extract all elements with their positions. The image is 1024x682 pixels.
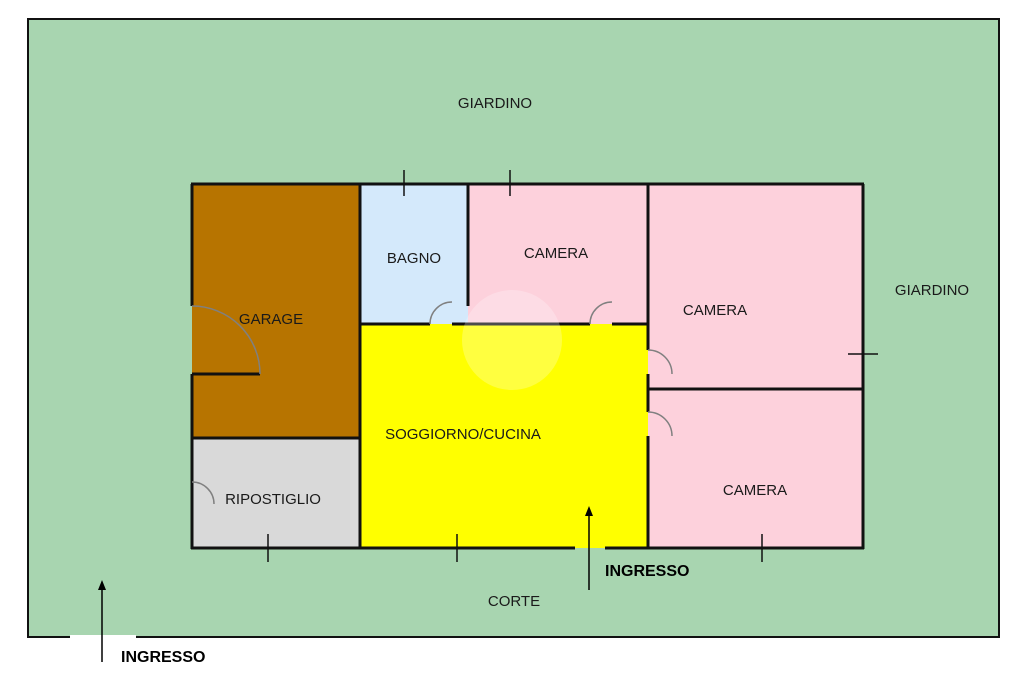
room-soggiorno <box>360 324 648 548</box>
room-camera-3 <box>648 389 863 548</box>
label-soggiorno: SOGGIORNO/CUCINA <box>385 426 541 443</box>
entrance-arrow-lot <box>98 580 106 662</box>
label-ingresso-lot: INGRESSO <box>121 649 205 666</box>
entrance-arrow-house <box>585 506 593 590</box>
label-corte: CORTE <box>488 593 540 610</box>
window-ticks <box>267 170 878 562</box>
label-garage: GARAGE <box>239 311 303 328</box>
label-bagno: BAGNO <box>387 250 441 267</box>
door-swings <box>191 301 673 505</box>
exterior-walls <box>190 182 865 550</box>
room-ripostiglio <box>192 438 360 548</box>
label-giardino-right: GIARDINO <box>895 282 969 299</box>
room-camera-1 <box>468 184 648 324</box>
label-camera-2: CAMERA <box>683 302 747 319</box>
interior-walls <box>192 184 863 548</box>
label-giardino-top: GIARDINO <box>458 95 532 112</box>
room-camera-2 <box>648 184 863 389</box>
label-ingresso-house: INGRESSO <box>605 563 689 580</box>
label-ripostiglio: RIPOSTIGLIO <box>225 491 321 508</box>
room-bagno <box>360 184 468 324</box>
label-camera-1: CAMERA <box>524 245 588 262</box>
watermark-logo <box>462 290 562 390</box>
label-camera-3: CAMERA <box>723 482 787 499</box>
